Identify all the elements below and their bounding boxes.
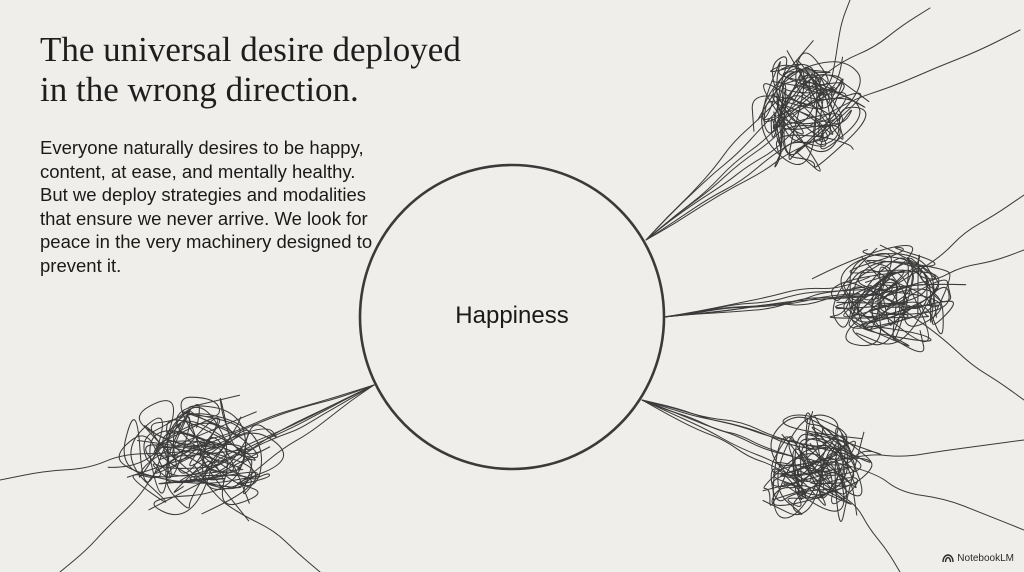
tangle-bottom-left-strand xyxy=(229,384,375,467)
tangle-middle-right-strand xyxy=(663,286,910,318)
tangle-top-right-tail xyxy=(814,0,851,102)
tangle-middle-right-scribble xyxy=(811,244,936,347)
tangle-top-right-scribble xyxy=(757,61,861,168)
tangle-bottom-left-strand xyxy=(191,384,375,482)
tangle-bottom-right-tail xyxy=(819,439,1024,466)
tangle-bottom-left-scribble xyxy=(138,411,263,522)
tangle-bottom-left-strand xyxy=(159,384,375,461)
tangle-middle-right-scribble xyxy=(834,262,932,346)
tangle-middle-right-tail xyxy=(875,249,1024,303)
tangle-top-right-tail xyxy=(809,29,1021,126)
tangle-bottom-left-strand xyxy=(234,384,375,488)
tangle-top-right-strand xyxy=(645,117,838,241)
tangle-top-right-strand xyxy=(645,122,802,241)
tangle-middle-right-strand xyxy=(663,276,870,318)
slide-title: The universal desire deployed in the wro… xyxy=(40,30,461,109)
tangle-bottom-right-strand xyxy=(641,399,832,472)
tangle-bottom-right-scribble xyxy=(770,411,862,507)
tangle-top-right-strand xyxy=(645,104,784,241)
tangle-bottom-right-strand xyxy=(641,399,792,457)
tangle-top-right-tail xyxy=(793,7,931,104)
tangle-bottom-left-tail xyxy=(59,451,188,572)
tangle-top-right-strand xyxy=(645,87,822,241)
tangle-middle-right-tail xyxy=(897,305,1024,401)
happiness-label: Happiness xyxy=(455,302,569,329)
tangle-bottom-right-scribble xyxy=(771,427,863,499)
tangle-bottom-right-strand xyxy=(641,399,803,483)
notebooklm-logo-icon xyxy=(942,554,954,563)
tangle-top-right-scribble xyxy=(763,56,870,153)
tangle-bottom-left-scribble xyxy=(123,406,259,483)
tangle-bottom-left-strand xyxy=(211,384,375,464)
tangle-bottom-right-scribble xyxy=(772,431,865,522)
happiness-circle xyxy=(358,163,666,471)
tangle-bottom-right-strand xyxy=(641,399,816,450)
tangle-bottom-right-scribble xyxy=(773,431,882,497)
tangle-bottom-right-tail xyxy=(829,460,1024,531)
tangle-middle-right-tail xyxy=(881,194,1024,294)
tangle-bottom-left-scribble xyxy=(144,397,271,511)
tangle-bottom-left-scribble xyxy=(153,424,277,516)
slide-body-text: Everyone naturally desires to be happy, … xyxy=(40,137,373,276)
tangle-bottom-right-scribble xyxy=(762,414,852,515)
tangle-middle-right-strand xyxy=(663,293,860,318)
tangle-bottom-left-scribble xyxy=(107,394,285,485)
tangle-bottom-left-strand xyxy=(167,384,375,449)
tangle-middle-right-scribble xyxy=(840,244,952,353)
tangle-top-right-strand xyxy=(645,136,824,241)
tangle-bottom-left-tail xyxy=(0,446,219,481)
tangle-bottom-right-tail xyxy=(820,464,901,572)
brand-name: NotebookLM xyxy=(957,553,1014,564)
tangle-middle-right-strand xyxy=(663,294,879,318)
tangle-bottom-right-strand xyxy=(641,399,841,450)
tangle-middle-right-scribble xyxy=(832,247,954,328)
tangle-bottom-left-tail xyxy=(193,463,321,572)
tangle-top-right-scribble xyxy=(751,56,845,137)
tangle-bottom-left-scribble xyxy=(118,413,261,484)
brand-badge: NotebookLM xyxy=(942,553,1014,564)
tangle-top-right-scribble xyxy=(763,50,867,168)
tangle-bottom-right-strand xyxy=(641,399,841,495)
